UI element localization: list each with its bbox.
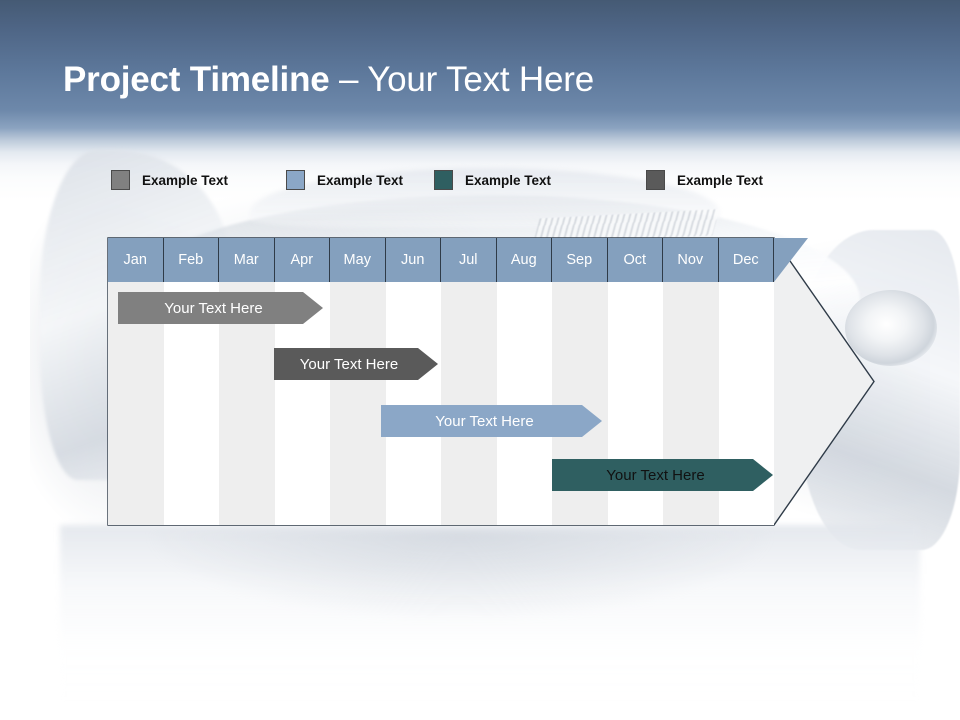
month-header-sep[interactable]: Sep	[552, 238, 608, 282]
task-bar-label: Your Text Here	[164, 299, 263, 317]
page-title-bold: Project Timeline	[63, 60, 330, 99]
legend-color-swatch	[111, 170, 130, 190]
legend: Example Text Example Text Example Text Exam…	[0, 169, 960, 193]
task-bar-label: Your Text Here	[606, 466, 705, 484]
month-header-jan[interactable]: Jan	[108, 238, 164, 282]
month-column	[274, 238, 330, 525]
legend-color-swatch	[646, 170, 665, 190]
task-bar[interactable]: Your Text Here	[552, 459, 773, 491]
task-bar[interactable]: Your Text Here	[381, 405, 602, 437]
month-header-may[interactable]: May	[330, 238, 386, 282]
month-header-feb[interactable]: Feb	[163, 238, 219, 282]
month-header-jun[interactable]: Jun	[385, 238, 441, 282]
month-header-apr[interactable]: Apr	[274, 238, 330, 282]
month-header-oct[interactable]: Oct	[607, 238, 663, 282]
month-column	[330, 238, 386, 525]
legend-item[interactable]: Example Text	[646, 169, 763, 191]
task-bar[interactable]: Your Text Here	[274, 348, 438, 380]
month-grid	[108, 238, 774, 525]
legend-item[interactable]: Example Text	[111, 169, 228, 191]
legend-item-label: Example Text	[677, 172, 764, 188]
legend-color-swatch	[286, 170, 305, 190]
legend-item[interactable]: Example Text	[286, 169, 403, 191]
task-bar-label: Your Text Here	[435, 412, 534, 430]
month-column	[496, 238, 552, 525]
task-bar[interactable]: Your Text Here	[118, 292, 323, 324]
month-column	[108, 238, 164, 525]
page-title-light: – Your Text Here	[329, 60, 594, 99]
month-header-nov[interactable]: Nov	[663, 238, 719, 282]
month-header-mar[interactable]: Mar	[219, 238, 275, 282]
legend-color-swatch	[434, 170, 453, 190]
month-header-jul[interactable]: Jul	[441, 238, 497, 282]
month-column	[219, 238, 275, 525]
legend-item-label: Example Text	[142, 172, 229, 188]
month-header-aug[interactable]: Aug	[496, 238, 552, 282]
month-column	[385, 238, 441, 525]
legend-item[interactable]: Example Text	[434, 169, 551, 191]
month-header-dec[interactable]: Dec	[718, 238, 774, 282]
month-column	[441, 238, 497, 525]
task-bar-label: Your Text Here	[299, 355, 399, 373]
legend-item-label: Example Text	[465, 172, 552, 188]
month-column	[163, 238, 219, 525]
legend-item-label: Example Text	[317, 172, 404, 188]
page-title: Project Timeline – Your Text Here	[63, 58, 594, 102]
